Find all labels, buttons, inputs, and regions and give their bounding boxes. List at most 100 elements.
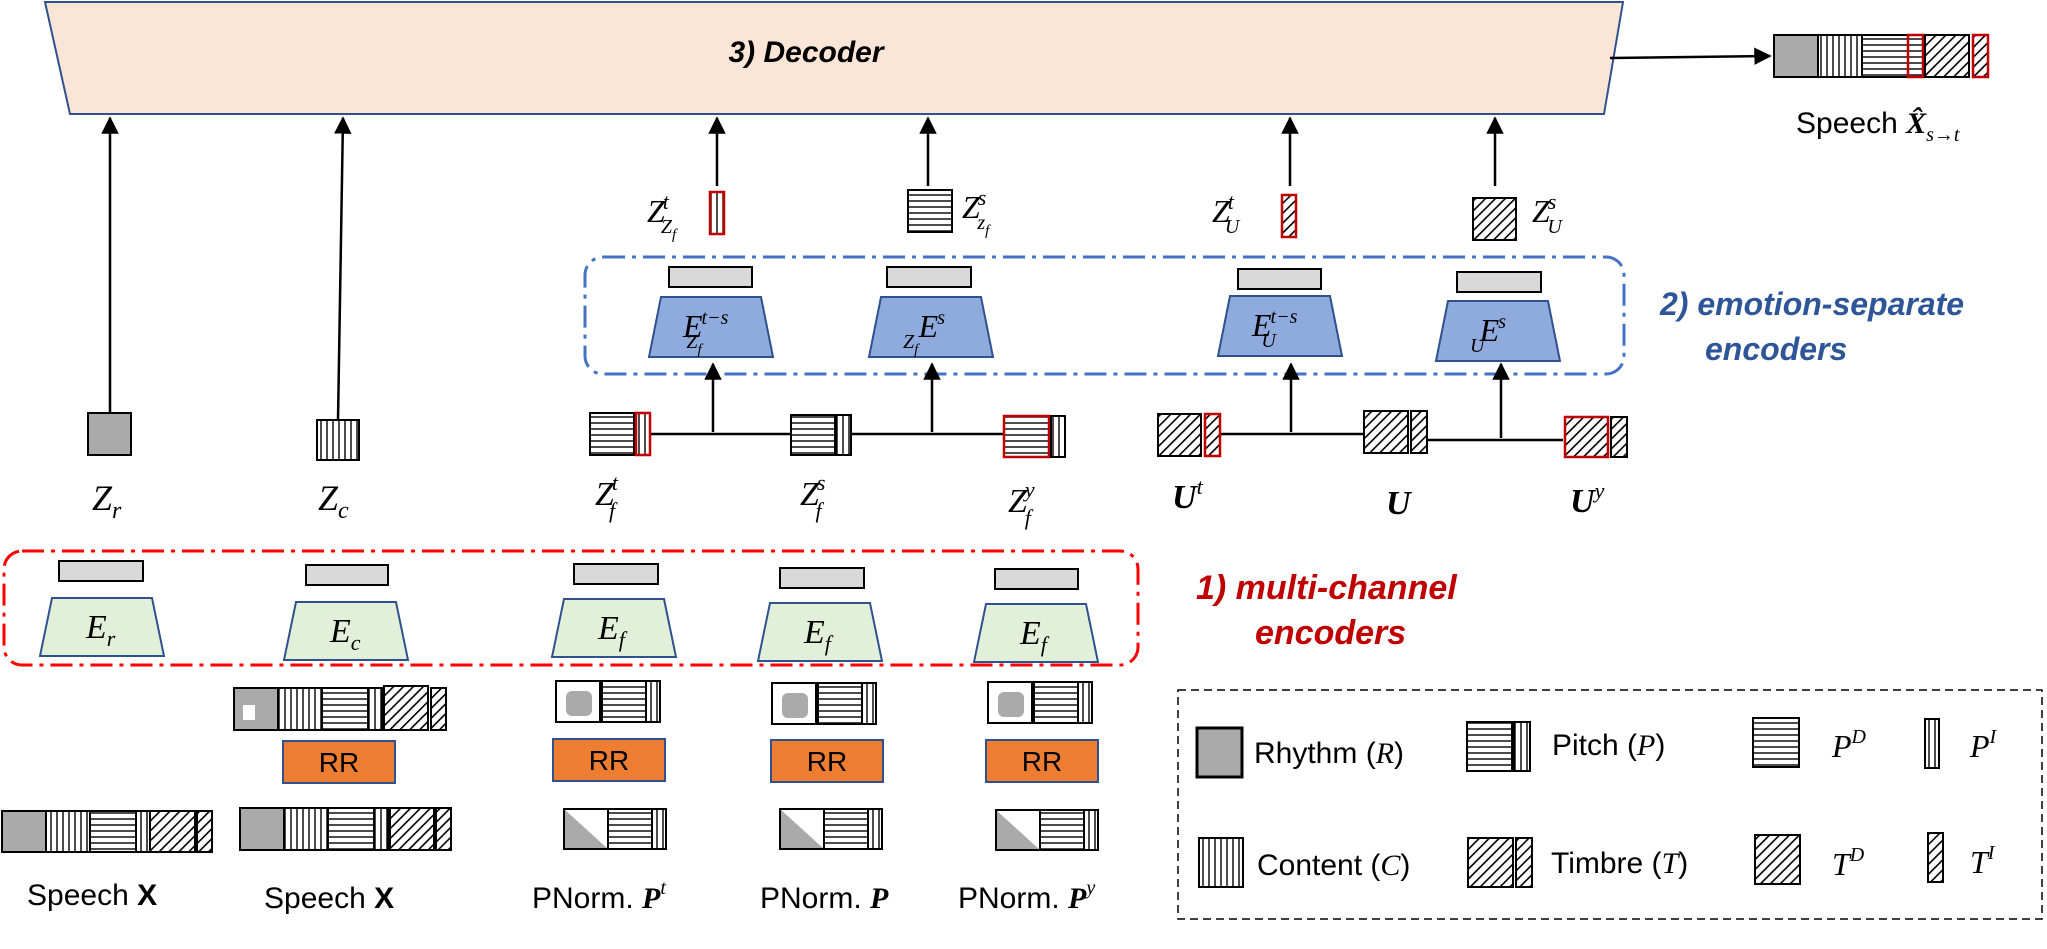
- encoder-output-bar: [1237, 268, 1322, 290]
- encoder-output-bar: [305, 564, 389, 586]
- stage1-encoder-0: Er: [38, 560, 166, 657]
- stage1-title-line1: 1) multi-channel: [1196, 569, 1458, 607]
- rr-label: RR: [1022, 746, 1062, 777]
- legend-pi-label: PI: [1969, 726, 1998, 764]
- bottom-label-3: PNorm. P: [760, 882, 889, 915]
- legend-pd-swatch: [1752, 717, 1800, 768]
- legend-content-label: Content (C): [1257, 849, 1410, 882]
- encoder-trapezoid: [867, 296, 995, 358]
- encoder-trapezoid: [972, 603, 1100, 663]
- encoder-trapezoid: [38, 597, 166, 657]
- legend-td-swatch: [1754, 834, 1801, 885]
- legend-pd-label: PD: [1831, 726, 1867, 764]
- encoder-label: Er: [85, 609, 116, 651]
- encoder-output-bar: [58, 560, 144, 582]
- zc-label: Zc: [318, 478, 349, 524]
- encoder-output-bar: [668, 266, 753, 288]
- zc-to-decoder-arrow: [333, 116, 352, 421]
- stage2-outputs: [708, 116, 1517, 241]
- stage2-title-line2: encoders: [1705, 331, 1847, 367]
- zr-label: Zr: [92, 478, 122, 524]
- stage1-encoder-4: Ef: [972, 568, 1100, 663]
- rr-block-0: RR: [282, 740, 396, 784]
- encoder-label: Ef: [1019, 615, 1050, 657]
- bottom-label-2: PNorm. Pt: [532, 877, 666, 915]
- pnorm-p-input: [771, 682, 883, 850]
- stage1-inputs: RR RR RR RR: [1, 680, 1099, 853]
- legend-rhythm-swatch: [1195, 726, 1244, 779]
- encoder-trapezoid: [647, 296, 775, 358]
- decoder-title: 3) Decoder: [728, 36, 885, 69]
- rr-block-3: RR: [985, 739, 1099, 783]
- encoder-trapezoid: [1434, 300, 1562, 362]
- rr-block-2: RR: [770, 739, 884, 783]
- stage1-encoders: Er Ec Ef Ef Ef: [38, 560, 1100, 663]
- rr-block-1: RR: [552, 738, 666, 782]
- uy-label: Uy: [1570, 478, 1605, 520]
- rr-label: RR: [807, 746, 847, 777]
- encoder-label: Ef: [803, 614, 834, 656]
- speech-x-input-0: [1, 810, 213, 853]
- legend-ti-label: TI: [1970, 842, 1996, 880]
- encoder-output-bar: [886, 266, 972, 288]
- speech-x-input-1: [233, 685, 452, 851]
- bottom-label-1: Speech X: [264, 882, 394, 915]
- zc-block: [316, 419, 360, 461]
- legend-ti-swatch: [1927, 832, 1944, 883]
- encoder-trapezoid: [756, 602, 884, 662]
- legend-pi-swatch: [1924, 718, 1940, 769]
- legend-td-label: TD: [1832, 844, 1865, 882]
- rr-label: RR: [589, 745, 629, 776]
- encoder-output-bar: [994, 568, 1079, 590]
- pnorm-pt-input: [555, 680, 667, 850]
- legend-box: [1177, 689, 2043, 920]
- encoder-output-bar: [573, 563, 659, 585]
- bottom-label-4: PNorm. Py: [958, 877, 1095, 915]
- legend-rhythm-label: Rhythm (R): [1254, 737, 1404, 770]
- rr-label: RR: [319, 747, 359, 778]
- encoder-label: Ec: [329, 613, 361, 655]
- zf-u-feature-row: [589, 362, 1628, 459]
- legend-timbre-label: Timbre (T): [1551, 847, 1688, 880]
- stage1-dashed-box: [2, 549, 1140, 667]
- zr-block: [87, 412, 132, 456]
- encoder-trapezoid: [550, 598, 678, 658]
- stage2-title-line1: 2) emotion-separate: [1659, 286, 1964, 322]
- encoder-trapezoid: [1216, 295, 1344, 357]
- output-speech-blocks: [1773, 33, 1990, 79]
- ut-label: Ut: [1172, 474, 1204, 516]
- stage1-encoder-3: Ef: [756, 567, 884, 662]
- stage1-title-line2: encoders: [1255, 614, 1406, 652]
- stage1-encoder-1: Ec: [282, 564, 410, 661]
- decoder-block: [43, 0, 1625, 115]
- stage2-dashed-box: [583, 255, 1626, 376]
- decoder-output-arrow: [1609, 47, 1772, 65]
- encoder-trapezoid: [282, 601, 410, 661]
- legend: Rhythm (R) Pitch (P) PD PI Content (C) T…: [1195, 717, 1998, 888]
- legend-content-swatch: [1198, 837, 1244, 888]
- bottom-label-0: Speech X: [27, 879, 157, 912]
- encoder-output-bar: [1456, 271, 1542, 293]
- encoder-label: Ef: [597, 610, 628, 652]
- legend-pitch-label: Pitch (P): [1552, 729, 1665, 762]
- pnorm-py-input: [987, 681, 1099, 851]
- legend-timbre-swatch: [1515, 837, 1533, 888]
